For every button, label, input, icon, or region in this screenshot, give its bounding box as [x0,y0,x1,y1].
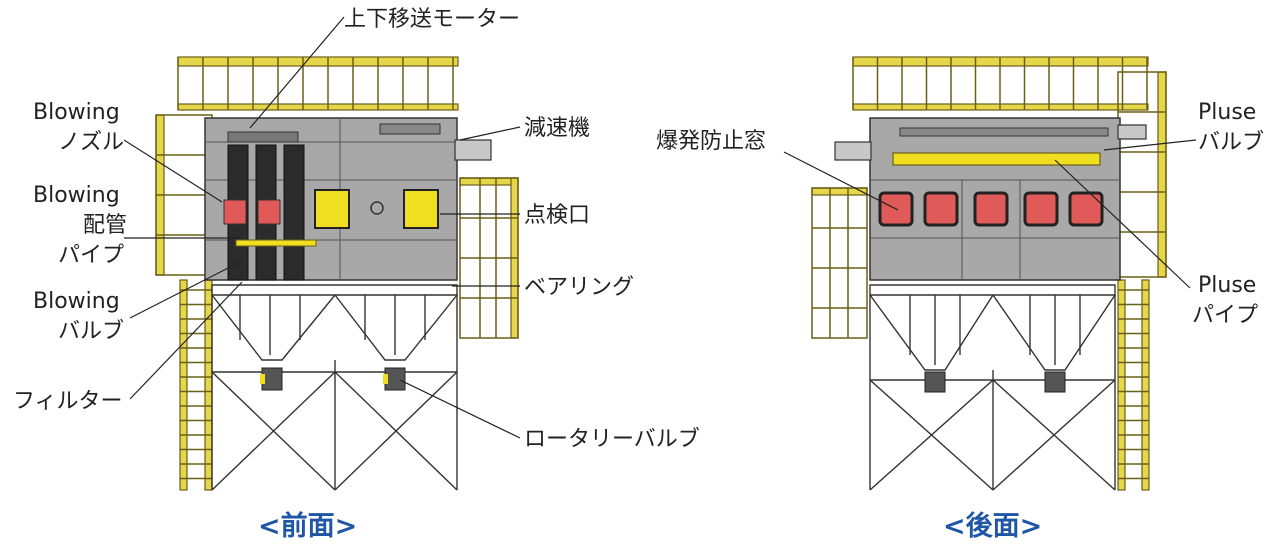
rear-support-frame [869,295,1116,491]
rear-left-platform-railing [811,187,868,339]
label-valve-line2: バルブ [58,319,124,344]
label-nozzle-line1: Blowing [33,100,120,125]
front-left-ladder [179,279,213,491]
label-pulse-valve-line1: Pluse [1198,100,1256,125]
rear-pulse-pipe [892,152,1101,166]
label-rotary-valve: ロータリーバルブ [524,427,700,452]
label-nozzle-line2: ノズル [58,130,124,155]
rear-top-railing [852,56,1149,111]
rear-labels: 爆発防止窓 Pluse バルブ Pluse パイプ [656,100,1264,328]
label-pipe-line2: 配管 [83,213,127,238]
front-left-platform-railing [155,114,213,276]
front-leader-lines [123,16,521,439]
label-pulse-valve-line2: バルブ [1198,130,1264,155]
front-inspection-hatch-right [403,189,439,229]
rear-view-caption: <後面> [943,511,1042,542]
label-pulse-pipe-line1: Pluse [1198,273,1256,298]
front-inspection-hatch-left [314,189,350,229]
label-valve-line1: Blowing [33,289,120,314]
front-top-railing [177,56,459,111]
label-pipe-line1: Blowing [33,183,120,208]
label-pulse-pipe-line2: パイプ [1192,303,1258,328]
label-inspection: 点検口 [524,203,590,228]
rear-leader-lines [783,139,1197,289]
label-filter: フィルター [13,389,123,414]
label-explosion-window: 爆発防止窓 [656,129,766,154]
front-view-caption: <前面> [258,510,357,542]
front-view-drawing [123,16,521,491]
front-hoppers [211,284,458,361]
front-labels: 上下移送モーター 減速機 Blowing ノズル Blowing 配管 パイプ … [13,7,700,452]
rear-right-ladder [1117,279,1150,491]
rear-explosion-windows [878,191,1104,227]
front-filter-cartridges [223,131,317,281]
label-motor: 上下移送モーター [344,7,520,32]
label-reducer: 減速機 [524,116,590,141]
rear-right-platform-railing [1117,71,1167,278]
rear-hoppers [869,284,1116,371]
front-right-platform-railing [459,177,519,339]
front-support-frame [211,295,458,491]
label-pipe-line3: パイプ [58,243,124,268]
label-bearing: ベアリング [524,275,634,300]
rear-view-drawing [783,56,1197,491]
front-reducer-block [454,139,492,161]
